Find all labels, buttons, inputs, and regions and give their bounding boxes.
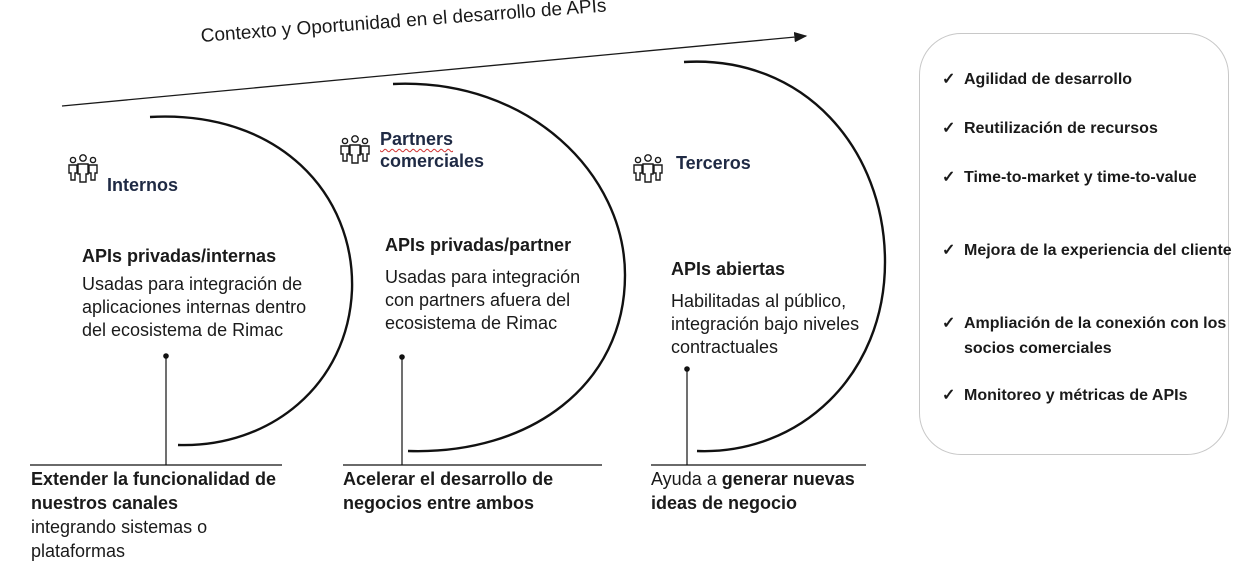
outcome-terceros: Ayuda a generar nuevas ideas de negocio bbox=[651, 467, 886, 515]
benefit-label: Ampliación de la conexión con los socios… bbox=[964, 315, 1227, 357]
benefit-item: ✓ Reutilización de recursos bbox=[942, 116, 1234, 141]
benefit-label: Mejora de la experiencia del cliente bbox=[964, 242, 1232, 259]
people-group-icon bbox=[633, 154, 663, 183]
api-description-internas: Usadas para integración de aplicaciones … bbox=[82, 274, 307, 340]
checkmark-icon: ✓ bbox=[942, 387, 956, 404]
outcome-internos-bold: Extender la funcionalidad de nuestros ca… bbox=[31, 469, 277, 513]
group-name-partners-line2: comerciales bbox=[380, 151, 485, 171]
outcome-terceros-bold: generar nuevas ideas de negocio bbox=[651, 469, 855, 513]
checkmark-icon: ✓ bbox=[942, 71, 956, 88]
checkmark-icon: ✓ bbox=[942, 169, 956, 186]
outcome-terceros-normal: Ayuda a bbox=[651, 469, 722, 489]
arc-internos bbox=[149, 115, 354, 447]
connector-dot-internos bbox=[163, 353, 169, 359]
benefit-label: Time-to-market y time-to-value bbox=[964, 169, 1197, 186]
api-title-abiertas: APIs abiertas bbox=[671, 259, 786, 279]
benefits-panel: ✓ Agilidad de desarrollo ✓ Reutilización… bbox=[919, 33, 1232, 455]
connector-dot-partners bbox=[399, 354, 405, 360]
outcome-internos-normal: integrando sistemas o plataformas bbox=[31, 517, 208, 561]
group-name-terceros: Terceros bbox=[676, 153, 751, 173]
api-description-partner: Usadas para integración con partners afu… bbox=[385, 267, 581, 333]
checkmark-icon: ✓ bbox=[942, 242, 956, 259]
arc-partners bbox=[392, 82, 627, 453]
group-name-internos: Internos bbox=[107, 175, 179, 195]
benefit-item: ✓ Ampliación de la conexión con los soci… bbox=[942, 311, 1234, 361]
api-title-partner: APIs privadas/partner bbox=[385, 235, 572, 255]
benefit-item: ✓ Agilidad de desarrollo bbox=[942, 67, 1234, 92]
api-title-internas: APIs privadas/internas bbox=[82, 246, 277, 266]
benefit-item: ✓ Time-to-market y time-to-value bbox=[942, 165, 1204, 190]
api-description-abiertas: Habilitadas al público, integración bajo… bbox=[671, 291, 860, 357]
outcome-internos: Extender la funcionalidad de nuestros ca… bbox=[31, 467, 291, 563]
context-arrow bbox=[61, 31, 808, 107]
connector-dot-terceros bbox=[684, 366, 690, 372]
group-name-partners-line1: Partners bbox=[380, 129, 454, 149]
group-name-partners: Partners comerciales bbox=[380, 128, 484, 172]
benefit-label: Reutilización de recursos bbox=[964, 120, 1158, 137]
checkmark-icon: ✓ bbox=[942, 315, 956, 332]
arc-terceros bbox=[683, 60, 887, 453]
outcome-partners: Acelerar el desarrollo de negocios entre… bbox=[343, 469, 554, 513]
benefit-item: ✓ Mejora de la experiencia del cliente bbox=[942, 238, 1234, 263]
people-group-icon bbox=[340, 135, 370, 164]
benefit-item: ✓ Monitoreo y métricas de APIs bbox=[942, 383, 1234, 408]
people-group-icon bbox=[68, 154, 98, 183]
benefit-label: Agilidad de desarrollo bbox=[964, 71, 1133, 88]
checkmark-icon: ✓ bbox=[942, 120, 956, 137]
benefit-label: Monitoreo y métricas de APIs bbox=[964, 387, 1188, 404]
